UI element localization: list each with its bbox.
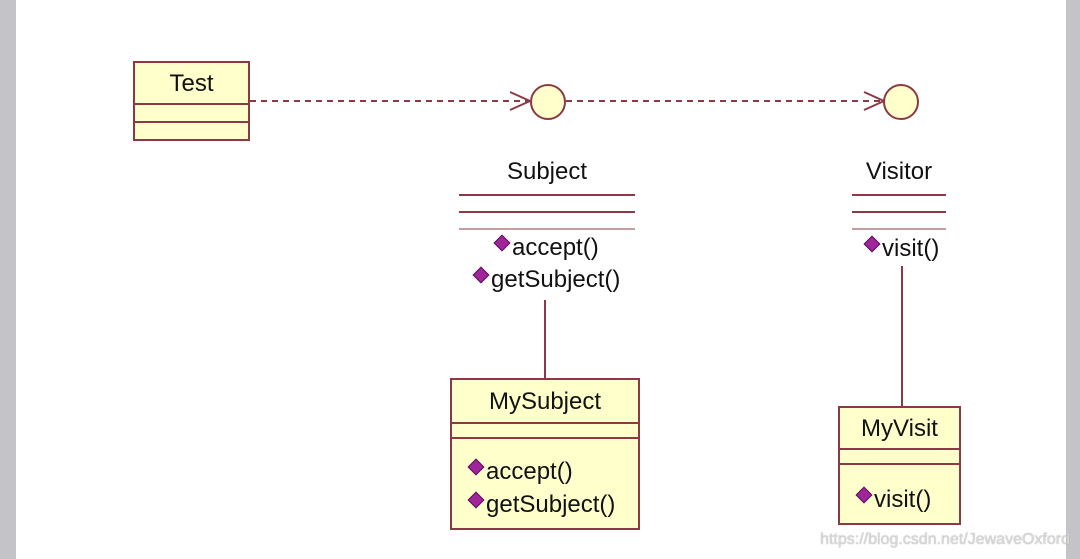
public-operation-icon bbox=[493, 234, 511, 252]
dependency-arrowhead bbox=[509, 91, 533, 111]
public-operation-icon bbox=[855, 486, 873, 504]
subject-interface-circle bbox=[530, 84, 566, 120]
class-test[interactable]: Test bbox=[133, 61, 250, 141]
class-mysubject[interactable]: MySubject accept() getSubject() bbox=[450, 378, 640, 530]
public-operation-icon bbox=[467, 491, 485, 509]
operation-visit: visit() bbox=[863, 235, 939, 263]
class-name: Test bbox=[135, 63, 248, 105]
interface-name-subject: Subject bbox=[506, 158, 588, 185]
interface-name-visitor: Visitor bbox=[865, 158, 933, 185]
attributes-compartment bbox=[840, 450, 959, 465]
attributes-compartment bbox=[135, 105, 248, 123]
operation-accept: accept() bbox=[467, 458, 573, 486]
public-operation-icon bbox=[467, 458, 485, 476]
watermark: https://blog.csdn.net/JewaveOxford bbox=[820, 531, 1070, 548]
operation-getsubject: getSubject() bbox=[467, 491, 615, 519]
operation-accept: accept() bbox=[493, 234, 599, 262]
operation-visit: visit() bbox=[855, 486, 931, 514]
public-operation-icon bbox=[472, 266, 490, 284]
public-operation-icon bbox=[863, 235, 881, 253]
class-name: MyVisit bbox=[840, 408, 959, 450]
class-myvisit[interactable]: MyVisit visit() bbox=[838, 406, 961, 525]
visitor-interface-circle bbox=[883, 84, 919, 120]
class-name: MySubject bbox=[452, 380, 638, 424]
operation-getsubject: getSubject() bbox=[472, 266, 620, 294]
attributes-compartment bbox=[452, 424, 638, 439]
